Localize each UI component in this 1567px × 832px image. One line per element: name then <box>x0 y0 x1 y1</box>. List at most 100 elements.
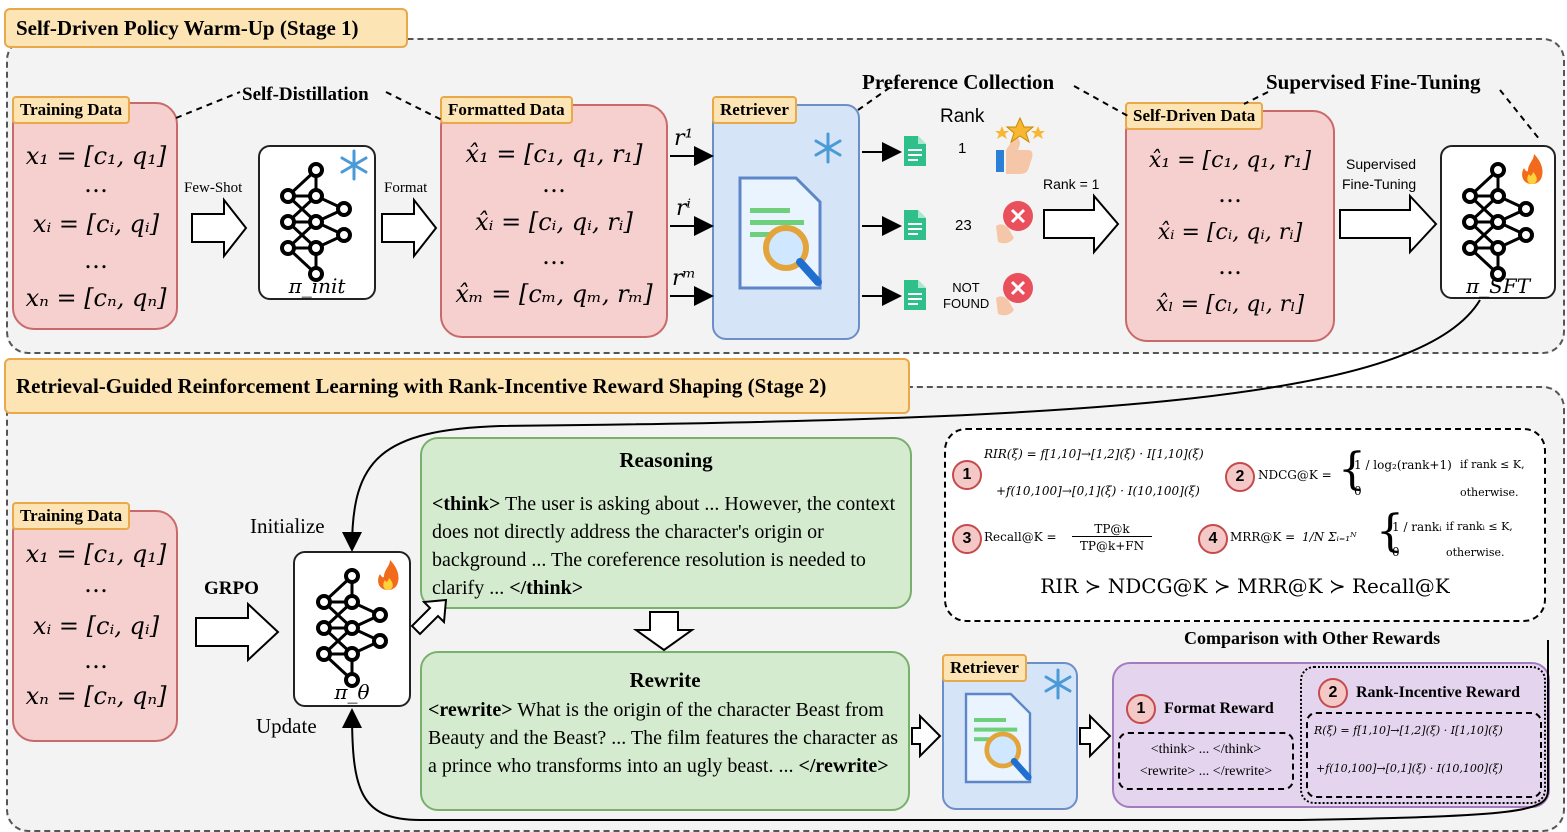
stage1-title: Self-Driven Policy Warm-Up (Stage 1) <box>4 8 408 48</box>
rank-eq-label: Rank = 1 <box>1043 176 1100 192</box>
stage2-retriever-label: Retriever <box>942 654 1027 682</box>
self-distillation-label: Self-Distillation <box>242 84 369 105</box>
reasoning-title: Reasoning <box>619 448 713 472</box>
supervised-ft-arrow-label-2: Fine-Tuning <box>1342 176 1417 192</box>
rank-incentive-inner-box <box>1306 712 1542 798</box>
mrr-name: MRR@K = <box>1230 530 1296 544</box>
reasoning-box <box>420 437 912 609</box>
fd-row-5: x̂ₘ = [cₘ, qₘ, rₘ] <box>455 280 653 308</box>
initialize-label: Initialize <box>250 514 325 538</box>
sd-row-1: x̂₁ = [c₁, q₁, r₁] <box>1148 148 1312 173</box>
stage1-retriever-label: Retriever <box>712 96 797 124</box>
stage2-title: Retrieval-Guided Reinforcement Learning … <box>4 358 910 414</box>
self-driven-data-label: Self-Driven Data <box>1125 102 1264 130</box>
recall-frac-bottom: TP@k+FN <box>1079 539 1145 553</box>
format-label: Format <box>384 180 428 196</box>
rir-formula-line1: RIR(ξ) = f[1,10]→[1,2](ξ) · I[1,10](ξ) <box>984 447 1204 461</box>
mrr-case1: 1 / rankᵢ <box>1392 520 1442 534</box>
sd-row-5: x̂ₗ = [cₗ, qₗ, rₗ] <box>1155 292 1305 317</box>
ndcg-cond2: otherwise. <box>1460 486 1519 499</box>
s1-td-row-5: xₙ = [cₙ, qₙ] <box>25 284 167 312</box>
s2-td-row-3: xᵢ = [cᵢ, qᵢ] <box>32 612 160 640</box>
stage1-training-data-box <box>12 102 178 330</box>
s1-td-row-2: … <box>84 170 108 198</box>
rewrite-body: What is the origin of the character Beas… <box>428 699 898 777</box>
ndcg-case1: 1 / log₂(rank+1) <box>1354 458 1452 472</box>
mrr-cond1: if rankᵢ ≤ K, <box>1446 520 1513 533</box>
s2-td-row-2: … <box>84 570 108 598</box>
rewrite-title: Rewrite <box>629 668 701 692</box>
mrr-case2: 0 <box>1392 545 1400 559</box>
s2-td-row-5: xₙ = [cₙ, qₙ] <box>25 682 167 710</box>
recall-frac-top: TP@k <box>1072 522 1152 537</box>
reward-item-2: 2 <box>1225 462 1255 492</box>
reward-item-3: 3 <box>952 524 982 554</box>
reward-num-2: 2 <box>1225 462 1255 492</box>
preference-collection-title: Preference Collection <box>862 70 1055 94</box>
stage2-training-data-label: Training Data <box>12 502 131 530</box>
reward-num-1: 1 <box>952 460 982 490</box>
supervised-ft-title: Supervised Fine-Tuning <box>1266 70 1481 94</box>
format-reward-inner-box <box>1118 732 1294 790</box>
supervised-ft-arrow-label-1: Supervised <box>1346 156 1417 172</box>
reward-num-3: 3 <box>952 524 982 554</box>
stage1-training-data-label: Training Data <box>12 96 131 124</box>
rewrite-box <box>420 651 910 811</box>
comparison-title: Comparison with Other Rewards <box>1184 628 1441 648</box>
rewrite-open-tag: <rewrite> <box>428 699 513 721</box>
rank-incentive-header: 2 Rank-Incentive Reward <box>1318 678 1520 708</box>
format-reward-title: Format Reward <box>1164 700 1274 717</box>
r-label-1: r¹ <box>674 126 694 151</box>
recall-name: Recall@K = <box>984 530 1057 544</box>
grpo-label: GRPO <box>204 578 259 599</box>
format-reward-header: 1 Format Reward <box>1126 694 1274 724</box>
s1-td-row-4: … <box>84 246 108 274</box>
think-close-tag: </think> <box>509 577 584 599</box>
ndcg-name: NDCG@K = <box>1258 468 1332 482</box>
r-label-i: rⁱ <box>676 196 691 221</box>
sd-row-4: … <box>1218 252 1242 280</box>
format-reward-line1: <think> ... </think> <box>1150 742 1262 757</box>
rank-header: Rank <box>940 106 985 127</box>
s1-td-row-3: xᵢ = [cᵢ, qᵢ] <box>32 210 160 238</box>
fd-row-1: x̂₁ = [c₁, q₁, r₁] <box>465 140 643 168</box>
fd-row-4: … <box>542 242 566 270</box>
fd-row-3: x̂ᵢ = [cᵢ, qᵢ, rᵢ] <box>475 208 633 236</box>
rir-formula-line2: +f(10,100]→[0,1](ξ) · I(10,100](ξ) <box>996 484 1200 498</box>
r-label-m: rᵐ <box>672 266 697 291</box>
s1-td-row-1: x₁ = [c₁, q₁] <box>25 142 167 170</box>
rewrite-close-tag: </rewrite> <box>798 755 889 777</box>
rank-incentive-line1: R(ξ) = f[1,10]→[1,2](ξ) · I[1,10](ξ) <box>1314 724 1503 737</box>
format-reward-line2: <rewrite> ... </rewrite> <box>1139 764 1273 779</box>
rank-incentive-dotted-box <box>1300 666 1546 804</box>
formatted-data-label: Formatted Data <box>440 96 573 124</box>
update-label: Update <box>256 714 317 738</box>
rank-incentive-num: 2 <box>1318 678 1348 708</box>
rank-incentive-title: Rank-Incentive Reward <box>1356 684 1520 701</box>
ndcg-case2: 0 <box>1354 484 1362 498</box>
reasoning-body: The user is asking about ... However, th… <box>432 493 896 599</box>
thumbs-up-icon <box>995 116 1045 174</box>
mrr-sum: 1/N Σᵢ₌₁ᴺ <box>1302 530 1357 544</box>
rewards-formulas-box <box>944 428 1546 622</box>
ndcg-brace: { <box>1338 444 1366 495</box>
fd-row-2: … <box>542 170 566 198</box>
reward-ordering: RIR ≻ NDCG@K ≻ MRR@K ≻ Recall@K <box>1040 574 1450 598</box>
rank-incentive-line2: +f(10,100]→[0,1](ξ) · I(10,100](ξ) <box>1316 762 1503 775</box>
rewrite-text: <rewrite> What is the origin of the char… <box>428 696 906 780</box>
format-reward-num: 1 <box>1126 694 1156 724</box>
rank-value-1: 1 <box>958 140 967 157</box>
think-open-tag: <think> <box>432 493 501 515</box>
s2-td-row-4: … <box>84 646 108 674</box>
formatted-data-box <box>440 104 668 338</box>
self-driven-data-box <box>1125 110 1335 342</box>
rank-value-3: NOT FOUND <box>943 280 990 311</box>
sd-row-2: … <box>1218 180 1242 208</box>
mrr-cond2: otherwise. <box>1446 546 1505 559</box>
reward-item-4: 4 <box>1198 524 1228 554</box>
rank-value-2: 23 <box>955 217 972 234</box>
comparison-box <box>1112 662 1550 808</box>
sd-row-3: x̂ᵢ = [cᵢ, qᵢ, rᵢ] <box>1157 220 1303 245</box>
few-shot-label: Few-Shot <box>184 180 243 196</box>
